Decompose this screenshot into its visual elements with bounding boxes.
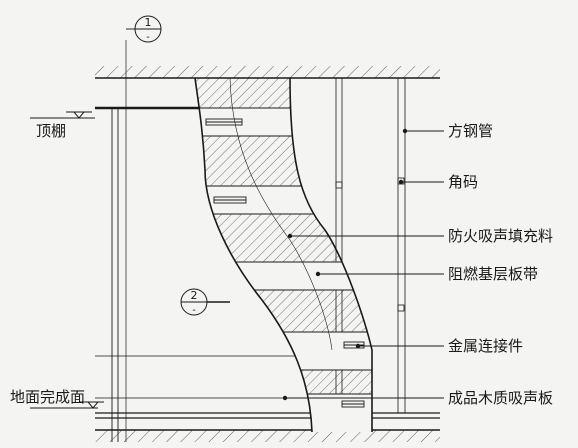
label-square-steel-tube: 方钢管 <box>448 122 493 140</box>
floor-level-label: 地面完成面 <box>10 388 85 406</box>
label-fireproof-fill: 防火吸声填充料 <box>448 227 553 245</box>
floor-slab <box>95 412 440 442</box>
curved-acoustic-wall <box>194 77 373 433</box>
leader-lines <box>285 130 444 399</box>
callout-2-sub: - <box>192 305 196 316</box>
callout-2-number: 2 <box>191 289 198 302</box>
guide-lines <box>95 355 330 399</box>
floor-level-mark <box>30 401 104 409</box>
section-callout-1: 1 - <box>126 15 162 43</box>
label-wood-acoustic-panel: 成品木质吸声板 <box>448 389 553 407</box>
callout-1-sub: - <box>146 32 150 43</box>
left-reference-lines <box>111 40 127 442</box>
ceiling-level-label: 顶棚 <box>36 122 66 140</box>
label-flame-retardant-board: 阻燃基层板带 <box>448 265 538 283</box>
label-angle-bracket: 角码 <box>448 173 478 191</box>
callout-1-number: 1 <box>145 16 152 29</box>
ceiling-line <box>30 106 200 119</box>
section-callout-2: 2 - <box>180 288 230 316</box>
label-metal-connector: 金属连接件 <box>448 337 523 355</box>
ceiling-slab <box>95 66 440 79</box>
